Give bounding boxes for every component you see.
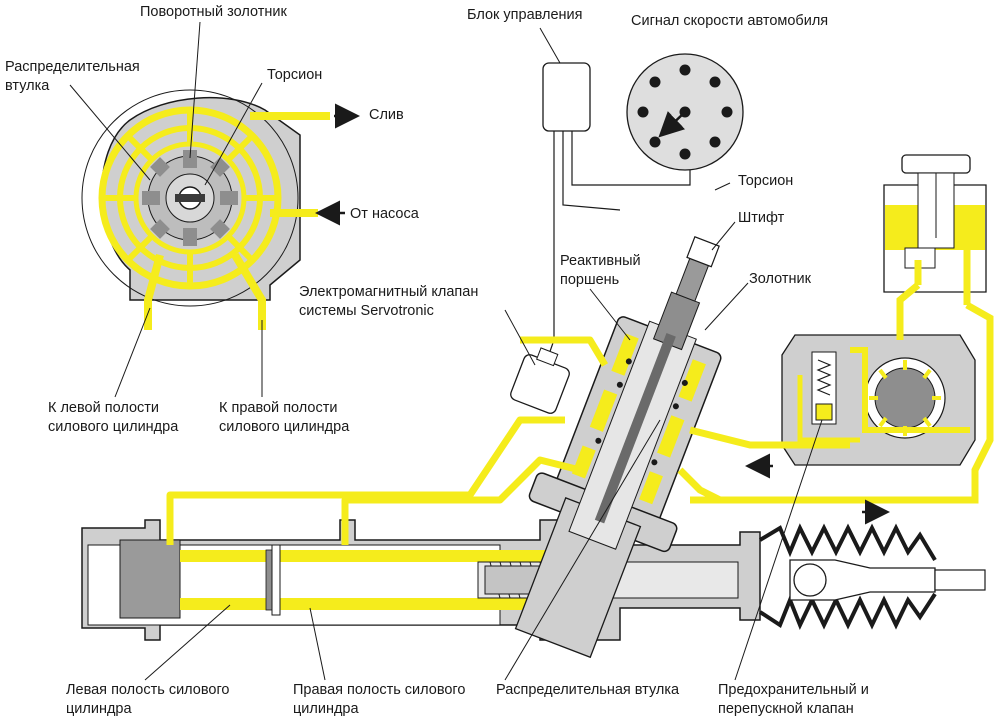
valve-outer-ring (81, 89, 299, 307)
label-solenoid-valve: Электромагнитный клапан системы Servotro… (299, 284, 479, 319)
label-left-chamber-top: К левой полости силового цилиндра (48, 400, 179, 435)
servotronic-solenoid (510, 347, 570, 414)
label-relief-valve: Предохранительный и перепускной клапан (718, 682, 869, 717)
label-spool: Золотник (749, 271, 811, 287)
label-left-chamber-bottom: Левая полость силового цилиндра (66, 682, 230, 717)
label-distribution-sleeve-top: Распределительная втулка (5, 59, 140, 94)
radial-channels (102, 110, 278, 286)
label-reactive-piston: Реактивный поршень (560, 253, 641, 288)
label-control-unit: Блок управления (467, 7, 583, 23)
left-chamber-pipe (144, 253, 164, 330)
label-torsion-top: Торсион (267, 67, 323, 83)
steering-valve-housing (514, 236, 722, 659)
label-speed-signal: Сигнал скорости автомобиля (631, 13, 829, 29)
label-right-chamber-bottom: Правая полость силового цилиндра (293, 682, 466, 717)
label-distribution-sleeve-bottom: Распределительная втулка (496, 682, 680, 698)
oil-lines (166, 336, 850, 545)
boot-and-tie-rod (758, 523, 986, 630)
label-pin: Штифт (738, 210, 785, 226)
oil-reservoir (883, 154, 987, 305)
rotary-valve-section (81, 89, 330, 330)
label-rotary-spool: Поворотный золотник (140, 4, 287, 20)
flow-arrows (315, 103, 890, 525)
label-from-pump: От насоса (350, 206, 419, 222)
label-drain: Слив (369, 107, 404, 123)
leader-lines (69, 21, 823, 681)
speed-sensor-disc (626, 53, 744, 171)
label-torsion-right: Торсион (738, 173, 794, 189)
label-right-chamber-top: К правой полости силового цилиндра (219, 400, 350, 435)
rotary-spool-rotor (142, 150, 238, 246)
pump-unit (690, 282, 994, 504)
